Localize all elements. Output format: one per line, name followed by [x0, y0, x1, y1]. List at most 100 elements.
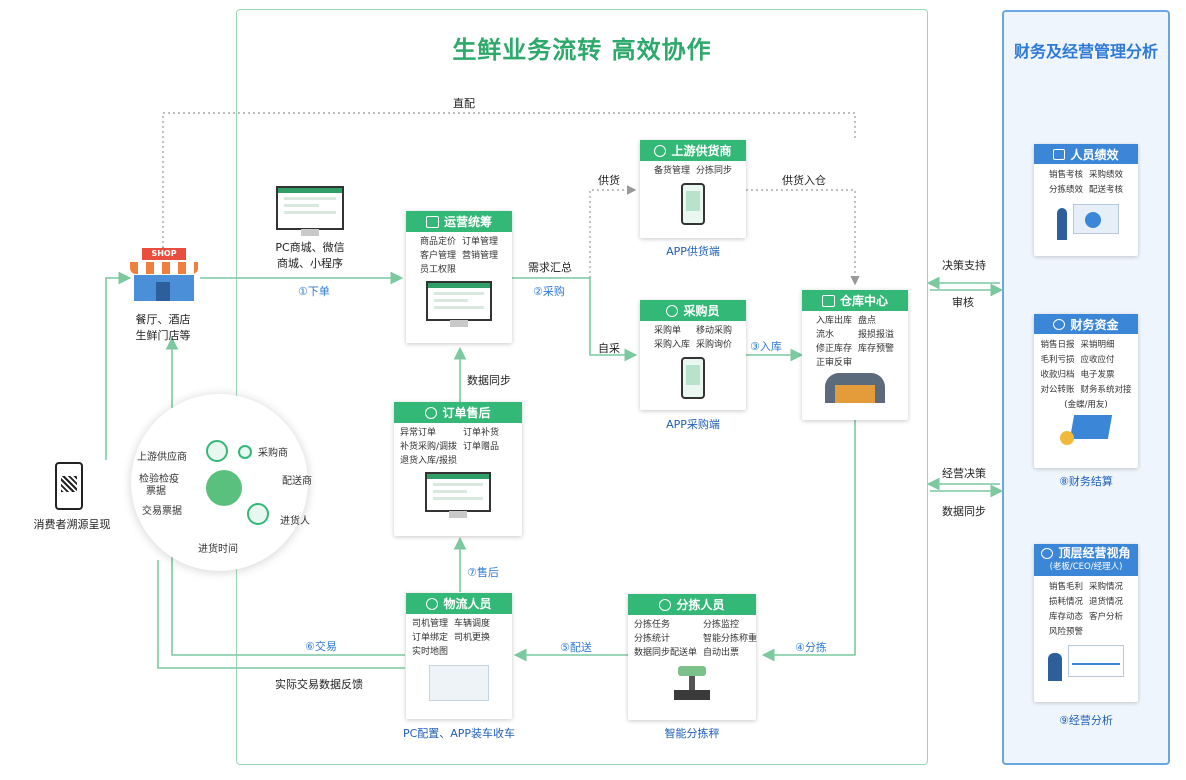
card-top-view-header: 顶层经营视角 (老板/CEO/经理人) [1034, 544, 1138, 576]
label-demand-summary: 需求汇总 [528, 261, 572, 274]
card-warehouse-header: 仓库中心 [802, 290, 908, 311]
shop-icon: SHOP [128, 248, 200, 304]
phone-icon [681, 183, 705, 225]
card-ops-title: 运营统筹 [443, 215, 492, 229]
warehouse-item: 入库出库 [815, 316, 852, 326]
pc-caption-line2: 商城、小程序 [277, 257, 343, 270]
perf-item: 采购绩效 [1089, 170, 1124, 180]
card-upstream-title: 上游供货商 [671, 144, 732, 158]
card-performance: 人员绩效 销售考核 采购绩效 分拣绩效 配送考核 [1034, 144, 1138, 256]
sorter-item: 自动出票 [703, 648, 740, 658]
warehouse-item: 盘点 [858, 316, 877, 326]
supplier-icon [206, 440, 230, 464]
top-item: 损耗情况 [1048, 597, 1083, 607]
consumer-phone-icon [55, 462, 83, 510]
warehouse-item: 流水 [815, 330, 834, 340]
logistics-item: 订单绑定 [412, 633, 449, 643]
card-ops-header: 运营统筹 [406, 211, 512, 232]
shop-caption-line1: 餐厅、酒店 [135, 313, 191, 326]
sorter-item: 分拣监控 [703, 620, 740, 630]
card-finance-header: 财务资金 [1034, 314, 1138, 334]
upstream-caption: APP供货端 [666, 245, 720, 258]
card-buyer-header: 采购员 [640, 300, 746, 321]
ops-item: 员工权限 [419, 265, 456, 275]
sorter-caption: 智能分拣秤 [664, 727, 720, 740]
person-icon [1041, 547, 1054, 559]
ops-item: 客户管理 [419, 251, 456, 261]
label-inbound: ③入库 [750, 340, 782, 353]
card-logistics-header: 物流人员 [406, 593, 512, 614]
circle-label-receiver: 进货人 [280, 516, 310, 527]
logistics-caption: PC配置、APP装车收车 [402, 727, 516, 740]
label-order: ①下单 [298, 285, 330, 298]
label-after-sale: ⑦售后 [467, 566, 499, 579]
card-aftersale-title: 订单售后 [442, 406, 491, 420]
card-top-view: 顶层经营视角 (老板/CEO/经理人) 销售毛利 采购情况 损耗情况 退货情况 … [1034, 544, 1138, 702]
card-aftersale: 订单售后 异常订单 订单补货 补货采购/调拨 订单赠品 退货入库/报损 [394, 402, 522, 536]
right-title: 财务及经营管理分析 [1013, 42, 1158, 61]
presenter-illustration [1051, 202, 1121, 242]
chart-icon [1053, 148, 1066, 160]
buyer-cart-icon [238, 445, 252, 459]
top-item: 风险预警 [1048, 627, 1083, 637]
finance-item: 电子发票 [1080, 370, 1115, 380]
card-finance: 财务资金 销售日报 采销明细 毛利亏损 应收应付 收款归档 电子发票 对公转账 … [1034, 314, 1138, 468]
vegetable-icon [206, 470, 242, 506]
aftersale-item: 订单赠品 [463, 442, 500, 452]
logistics-item: 车辆调度 [454, 619, 491, 629]
logistics-item: 司机更换 [454, 633, 491, 643]
top-item: 库存动态 [1048, 612, 1083, 622]
circle-label-distributor: 配送商 [282, 476, 312, 487]
circle-label-trade-bill: 交易票据 [142, 506, 182, 517]
label-data-sync-right: 数据同步 [942, 505, 986, 518]
shop-sign: SHOP [142, 248, 186, 260]
label-biz-decision: 经营决策 [942, 467, 986, 480]
laptop-coins-illustration [1058, 413, 1114, 445]
person-icon [666, 304, 679, 317]
logistics-item: 司机管理 [412, 619, 449, 629]
aftersale-item: 退货入库/报损 [400, 456, 458, 466]
finance-note: (金蝶/用友) [1064, 400, 1108, 410]
card-sorter-title: 分拣人员 [676, 598, 725, 612]
finance-item: 应收应付 [1080, 355, 1115, 365]
aftersale-monitor [425, 472, 491, 518]
receiver-avatar-icon [247, 503, 271, 527]
ops-item: 商品定价 [419, 237, 456, 247]
upstream-item: 备货管理 [653, 166, 690, 176]
finance-item: 销售日报 [1040, 340, 1075, 350]
phone-icon [681, 357, 705, 399]
card-performance-title: 人员绩效 [1070, 147, 1119, 162]
aftersale-item: 补货采购/调拨 [400, 442, 458, 452]
warehouse-item: 报损报溢 [858, 330, 895, 340]
label-feedback: 实际交易数据反馈 [275, 678, 363, 691]
aftersale-item: 订单补货 [463, 428, 500, 438]
card-upstream-header: 上游供货商 [640, 140, 746, 161]
person-icon [654, 144, 667, 157]
top-item: 退货情况 [1089, 597, 1124, 607]
finance-item: 对公转账 [1040, 385, 1075, 395]
card-logistics: 物流人员 司机管理 车辆调度 订单绑定 司机更换 实时地图 [406, 593, 512, 719]
pc-caption: PC商城、微信 商城、小程序 [262, 240, 358, 272]
label-supply: 供货 [598, 174, 620, 187]
logistics-map-icon [429, 665, 489, 701]
top-item: 销售毛利 [1048, 582, 1083, 592]
finance-item: 财务系统对接 [1080, 385, 1132, 395]
warehouse-building-icon [825, 373, 885, 403]
circle-label-bill: 票据 [146, 486, 166, 497]
pc-caption-line1: PC商城、微信 [275, 241, 345, 254]
finance-item: 毛利亏损 [1040, 355, 1075, 365]
buyer-item: 采购询价 [696, 340, 733, 350]
card-top-view-title: 顶层经营视角 [1058, 546, 1131, 560]
card-aftersale-header: 订单售后 [394, 402, 522, 423]
card-ops: 运营统筹 商品定价 订单管理 客户管理 营销管理 员工权限 [406, 211, 512, 343]
finance-item: 采销明细 [1080, 340, 1115, 350]
card-logistics-title: 物流人员 [443, 597, 492, 611]
perf-item: 配送考核 [1089, 185, 1124, 195]
ops-item: 订单管理 [462, 237, 499, 247]
main-title: 生鲜业务流转 高效协作 [452, 36, 712, 64]
warehouse-icon [821, 294, 835, 307]
shop-caption-line2: 生鲜门店等 [135, 329, 191, 342]
sorter-item: 分拣统计 [634, 634, 671, 644]
pc-mall-monitor [276, 182, 344, 236]
